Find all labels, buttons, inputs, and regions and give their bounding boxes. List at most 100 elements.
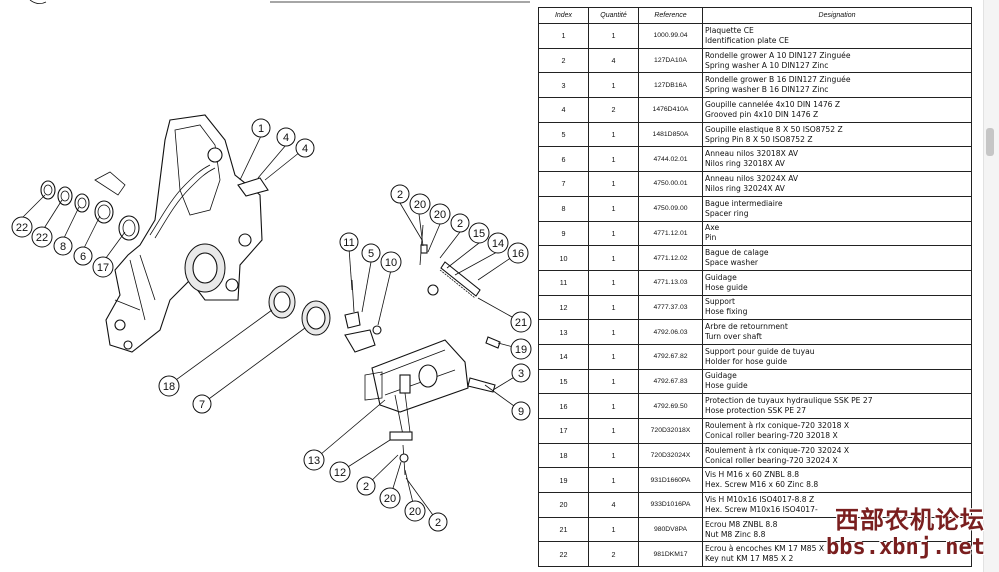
callout-22b: 22 <box>31 226 53 248</box>
cell-quantity: 4 <box>588 492 639 518</box>
designation-fr: Goupille elastique 8 X 50 ISO8752 Z <box>705 124 843 134</box>
callout-4b: 4 <box>295 138 315 158</box>
designation-en: Nut M8 Zinc 8.8 <box>705 529 766 539</box>
callout-2b: 2 <box>450 213 470 233</box>
cell-quantity: 1 <box>588 368 639 395</box>
cell-quantity: 4 <box>588 47 639 74</box>
designation-en: Grooved pin 4x10 DIN 1476 Z <box>705 109 819 119</box>
designation-fr: Anneau nilos 32018X AV <box>705 149 799 159</box>
callout-13: 13 <box>303 449 325 471</box>
callout-8: 8 <box>53 236 73 256</box>
cell-index: 9 <box>538 220 589 247</box>
leader-lines <box>21 135 522 523</box>
cell-index: 20 <box>538 492 589 518</box>
callout-2a: 2 <box>390 184 410 204</box>
cell-reference: 933D1016PA <box>638 492 703 518</box>
designation-en: Spacer ring <box>705 208 749 218</box>
designation-fr: Axe <box>705 223 720 233</box>
callout-16: 16 <box>507 242 529 264</box>
designation-fr: Roulement à rlx conique-720 32024 X <box>705 445 850 455</box>
svg-text:8: 8 <box>60 241 66 253</box>
cell-quantity: 1 <box>588 319 639 345</box>
designation-fr: Plaquette CE <box>705 25 754 35</box>
svg-text:2: 2 <box>435 517 441 529</box>
cell-index: 22 <box>538 541 589 568</box>
cell-quantity: 1 <box>588 171 639 197</box>
callout-4a: 4 <box>276 127 296 147</box>
svg-text:12: 12 <box>334 467 346 479</box>
designation-en: Holder for hose guide <box>705 356 788 366</box>
cell-reference: 4771.12.02 <box>638 245 703 271</box>
cell-reference: 981DKM17 <box>638 541 703 568</box>
svg-text:2: 2 <box>397 189 403 201</box>
cell-index: 16 <box>538 393 589 419</box>
cell-reference: 127DA10A <box>638 47 703 74</box>
callout-7: 7 <box>192 394 212 414</box>
callout-18: 18 <box>158 375 180 397</box>
callout-15: 15 <box>468 222 490 244</box>
identification-plate <box>237 177 269 197</box>
svg-text:20: 20 <box>434 209 446 221</box>
cell-index: 4 <box>538 97 589 123</box>
cell-quantity: 1 <box>588 467 639 494</box>
svg-text:11: 11 <box>343 237 354 249</box>
svg-text:22: 22 <box>16 222 28 234</box>
cell-reference: 980DV8PA <box>638 516 703 543</box>
svg-text:2: 2 <box>363 481 369 493</box>
designation-fr: Bague de calage <box>705 248 769 258</box>
designation-fr: Vis H M10x16 ISO4017-8.8 Z <box>705 494 815 504</box>
cell-quantity: 1 <box>588 442 639 469</box>
cell-index: 7 <box>538 171 589 197</box>
svg-text:1: 1 <box>258 123 264 135</box>
svg-text:18: 18 <box>163 381 175 393</box>
svg-text:17: 17 <box>97 262 109 274</box>
svg-text:20: 20 <box>409 506 421 518</box>
cell-reference: 4792.67.83 <box>638 368 703 395</box>
cell-designation: Protection de tuyaux hydraulique SSK PE … <box>702 393 972 419</box>
svg-text:15: 15 <box>473 228 485 240</box>
svg-text:20: 20 <box>384 493 396 505</box>
svg-text:10: 10 <box>385 257 397 269</box>
table-header-row: Index Quantité Reference Designation <box>538 7 972 24</box>
header-designation: Designation <box>702 7 972 24</box>
callout-20a: 20 <box>409 193 431 215</box>
designation-en: Conical roller bearing-720 32018 X <box>705 430 838 440</box>
scrollbar-thumb[interactable] <box>986 128 994 156</box>
cell-quantity: 1 <box>588 245 639 271</box>
svg-text:20: 20 <box>414 199 426 211</box>
cell-reference: 4792.06.03 <box>638 319 703 345</box>
callout-6: 6 <box>73 246 93 266</box>
cell-quantity: 1 <box>588 294 639 321</box>
header-quantity: Quantité <box>588 7 639 24</box>
cell-quantity: 1 <box>588 418 639 444</box>
designation-en: Hose guide <box>705 282 748 292</box>
cell-index: 3 <box>538 72 589 99</box>
callout-10: 10 <box>380 251 402 273</box>
svg-text:9: 9 <box>518 406 524 418</box>
drawing-fragment <box>29 0 47 4</box>
svg-text:16: 16 <box>512 248 524 260</box>
cell-quantity: 1 <box>588 269 639 296</box>
cell-quantity: 1 <box>588 393 639 419</box>
designation-fr: Support <box>705 297 736 307</box>
vertical-scrollbar[interactable] <box>983 0 999 572</box>
cell-index: 10 <box>538 245 589 271</box>
